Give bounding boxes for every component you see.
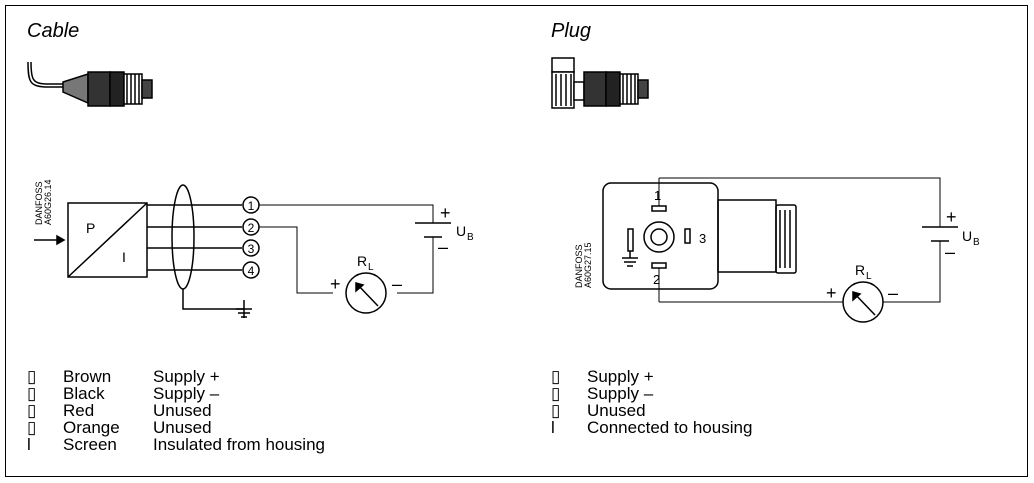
wire-color: Orange	[63, 418, 120, 437]
legend-marker: ▯	[27, 384, 37, 403]
cable-screen	[171, 184, 195, 290]
pin-function: Unused	[587, 401, 646, 420]
wire-color: Screen	[63, 435, 117, 454]
plug-pin-1	[651, 205, 667, 212]
svg-text:1: 1	[248, 199, 255, 213]
legend-marker: ▯	[551, 384, 561, 403]
plug-pin-2	[651, 262, 667, 269]
plug-diagram-code-2: A60G27.15	[583, 242, 593, 288]
plug-transducer-picture	[551, 57, 649, 109]
svg-text:B: B	[973, 237, 980, 248]
svg-text:4: 4	[248, 264, 255, 278]
cable-transducer-picture	[27, 61, 153, 107]
svg-text:+: +	[330, 274, 341, 294]
plug-resistor-label: R	[855, 262, 865, 278]
transducer-block	[67, 202, 148, 278]
legend-marker: l	[27, 435, 31, 454]
svg-text:1: 1	[654, 188, 661, 203]
cable-load-resistor-meter	[345, 272, 387, 314]
legend-marker: ▯	[27, 401, 37, 420]
cable-terminal-3	[242, 239, 260, 257]
transducer-input-label: P	[86, 220, 95, 236]
svg-text:2: 2	[248, 221, 255, 235]
svg-text:–: –	[945, 242, 955, 262]
svg-text:+: +	[440, 203, 451, 223]
svg-text:B: B	[467, 232, 474, 243]
plug-legend: ▯ Supply + ▯ Supply – ▯ Unused l Connect…	[551, 368, 971, 436]
legend-marker: ▯	[27, 367, 37, 386]
cable-legend: ▯ Brown Supply + ▯ Black Supply – ▯ Red …	[27, 368, 447, 453]
svg-text:+: +	[826, 283, 837, 303]
legend-marker: ▯	[551, 367, 561, 386]
legend-marker: ▯	[551, 401, 561, 420]
wire-color: Red	[63, 401, 95, 420]
plug-center-pin	[643, 221, 675, 253]
pin-function: Connected to housing	[587, 418, 753, 437]
svg-text:+: +	[946, 207, 957, 227]
plug-wiring-diagram: DANFOSS A60G27.15 1 2 3	[574, 177, 980, 323]
svg-text:3: 3	[699, 231, 706, 246]
cable-resistor-label: R	[357, 253, 367, 269]
wire-function: Unused	[153, 418, 212, 437]
plug-load-resistor-meter	[842, 281, 884, 323]
wire-function: Supply –	[153, 384, 220, 403]
svg-text:–: –	[888, 283, 898, 303]
legend-row: ▯ Black Supply –	[27, 385, 447, 402]
cable-terminal-4	[242, 261, 260, 279]
plug-supply-label: U	[962, 228, 972, 244]
cable-supply-label: U	[456, 223, 466, 239]
svg-text:L: L	[368, 262, 374, 273]
legend-row: l Screen Insulated from housing	[27, 436, 447, 453]
svg-text:–: –	[392, 274, 402, 294]
cable-diagram-code-2: A60G26.14	[43, 179, 53, 225]
legend-row: ▯ Orange Unused	[27, 419, 447, 436]
legend-row: ▯ Red Unused	[27, 402, 447, 419]
wire-function: Insulated from housing	[153, 435, 325, 454]
wire-color: Brown	[63, 367, 112, 386]
svg-text:–: –	[438, 237, 448, 257]
legend-row: l Connected to housing	[551, 419, 971, 436]
svg-text:L: L	[866, 271, 872, 282]
plug-ground-pin	[627, 228, 634, 252]
cable-diagram-code: DANFOSS	[34, 181, 44, 225]
diagram-frame	[5, 5, 1028, 477]
legend-row: ▯ Supply +	[551, 368, 971, 385]
legend-marker: ▯	[27, 418, 37, 437]
wire-color: Black	[63, 384, 105, 403]
wire-function: Unused	[153, 401, 212, 420]
svg-text:2: 2	[653, 272, 660, 287]
pin-function: Supply +	[587, 367, 654, 386]
cable-section-title: Cable	[27, 20, 80, 42]
plug-section-title: Plug	[551, 20, 592, 42]
svg-text:3: 3	[248, 242, 255, 256]
legend-row: ▯ Brown Supply +	[27, 368, 447, 385]
wire-function: Supply +	[153, 367, 220, 386]
plug-pin-3	[684, 228, 691, 244]
legend-marker: l	[551, 418, 555, 437]
pin-function: Supply –	[587, 384, 654, 403]
transducer-output-label: I	[122, 249, 126, 265]
plug-diagram-code: DANFOSS	[574, 244, 584, 288]
legend-row: ▯ Supply –	[551, 385, 971, 402]
cable-wiring-diagram: DANFOSS A60G26.14 P I 1 2 3 4	[34, 179, 474, 318]
legend-row: ▯ Unused	[551, 402, 971, 419]
